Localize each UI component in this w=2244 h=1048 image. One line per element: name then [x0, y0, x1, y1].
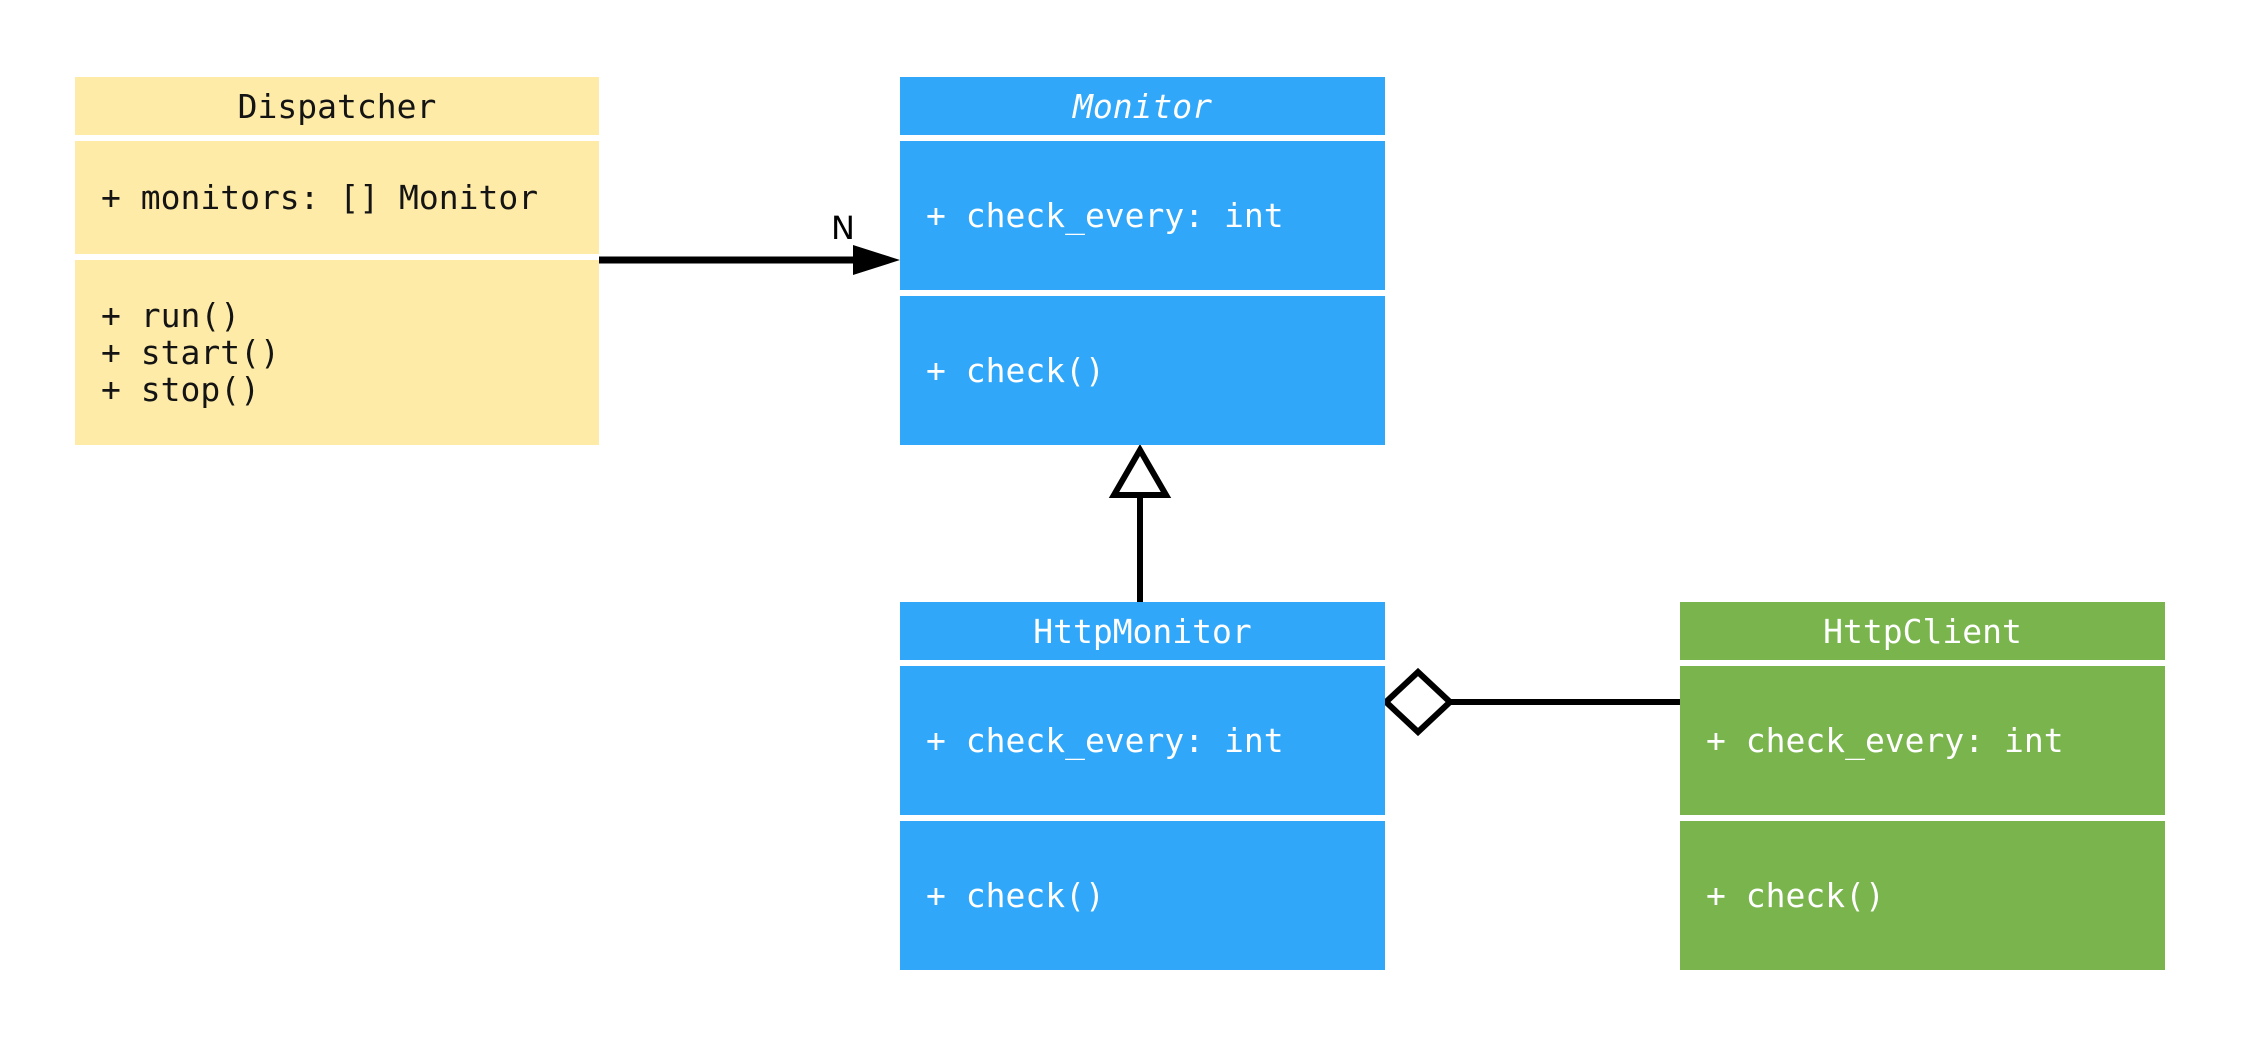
method-line: + check(): [926, 876, 1105, 915]
class-dispatcher-methods: + run() + start() + stop(): [75, 260, 599, 445]
class-monitor: Monitor + check_every: int + check(): [900, 77, 1385, 445]
method-line: + start(): [101, 333, 280, 372]
method-line: + stop(): [101, 370, 260, 409]
class-http-client: HttpClient + check_every: int + check(): [1680, 602, 2165, 970]
class-monitor-title: Monitor: [900, 77, 1385, 135]
attribute-line: + check_every: int: [1706, 721, 2064, 760]
class-http-monitor-title: HttpMonitor: [900, 602, 1385, 660]
class-monitor-attributes: + check_every: int: [900, 141, 1385, 290]
class-dispatcher: Dispatcher + monitors: [] Monitor + run(…: [75, 77, 599, 445]
attribute-line: + check_every: int: [926, 721, 1284, 760]
method-line: + run(): [101, 296, 241, 335]
class-dispatcher-title: Dispatcher: [75, 77, 599, 135]
class-monitor-methods: + check(): [900, 296, 1385, 445]
class-http-monitor: HttpMonitor + check_every: int + check(): [900, 602, 1385, 970]
inheritance-triangle-icon: [1108, 444, 1172, 498]
class-http-monitor-methods: + check(): [900, 821, 1385, 970]
attribute-line: + check_every: int: [926, 196, 1284, 235]
aggregation-diamond-icon: [1381, 667, 1455, 737]
class-http-client-attributes: + check_every: int: [1680, 666, 2165, 815]
attribute-line: + monitors: [] Monitor: [101, 178, 539, 217]
method-line: + check(): [1706, 876, 1885, 915]
class-http-client-title: HttpClient: [1680, 602, 2165, 660]
method-line: + check(): [926, 351, 1105, 390]
class-http-client-methods: + check(): [1680, 821, 2165, 970]
class-http-monitor-attributes: + check_every: int: [900, 666, 1385, 815]
association-arrowhead-icon: [853, 245, 900, 275]
multiplicity-label: N: [831, 209, 855, 247]
class-dispatcher-attributes: + monitors: [] Monitor: [75, 141, 599, 254]
